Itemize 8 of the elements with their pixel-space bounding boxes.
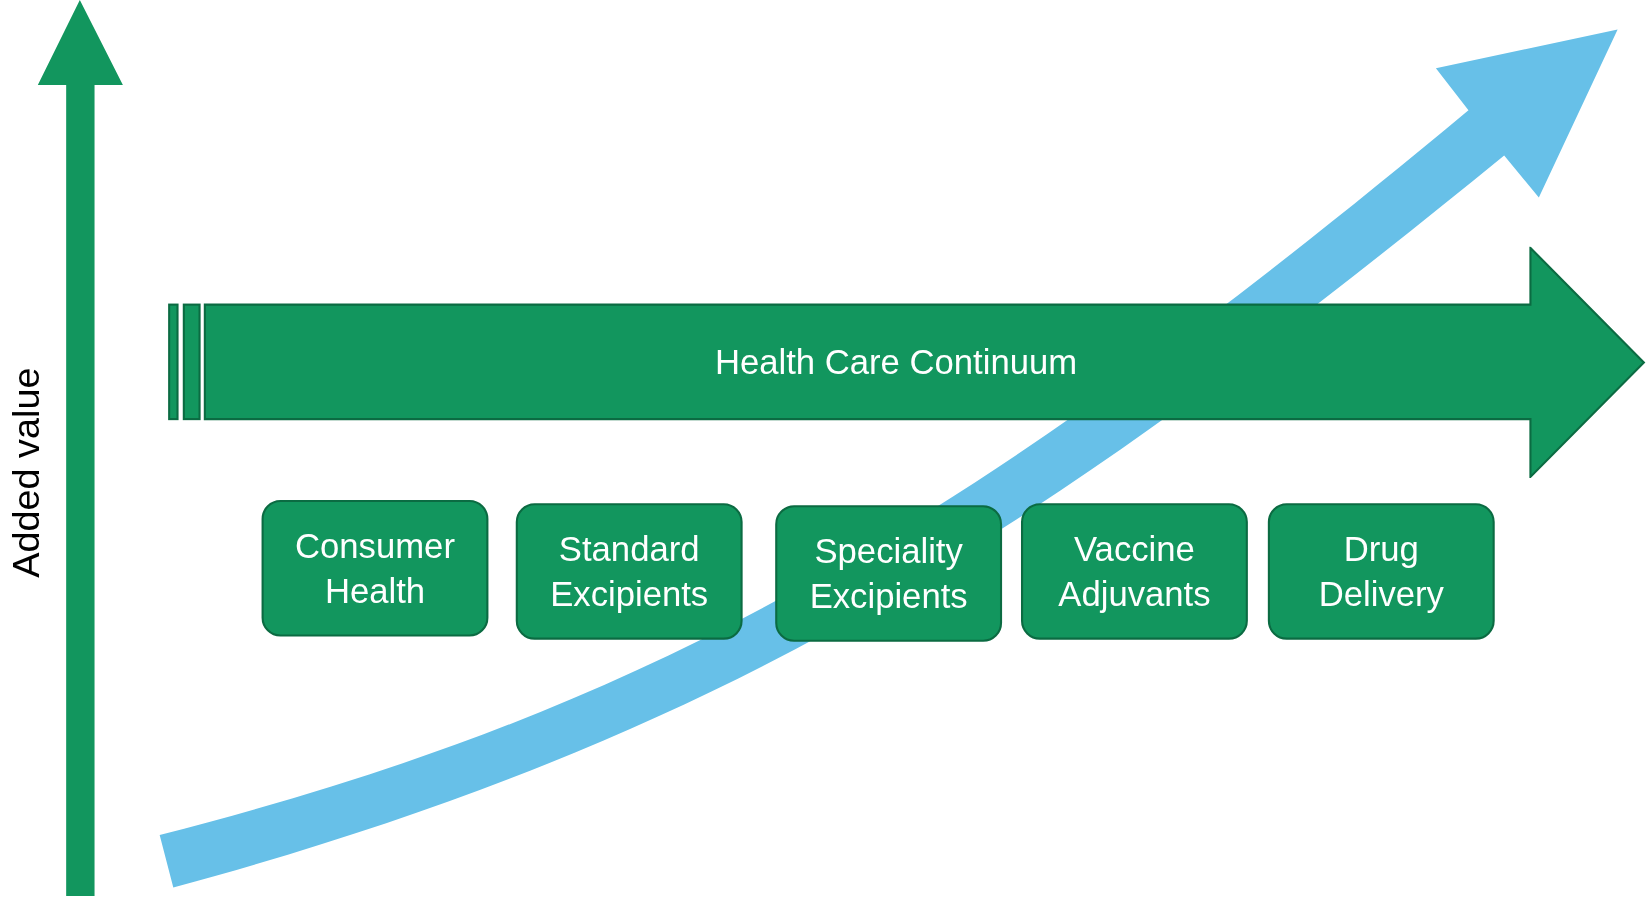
- category-box: Vaccine Adjuvants: [1021, 503, 1248, 640]
- category-box: Drug Delivery: [1267, 503, 1495, 640]
- category-box: Speciality Excipients: [775, 505, 1003, 642]
- block-arrow: [168, 246, 1646, 478]
- category-box: Consumer Health: [261, 500, 489, 637]
- arrow-label: Health Care Continuum: [713, 340, 1079, 383]
- axis-label: Added value: [4, 367, 49, 578]
- category-box: Standard Excipients: [515, 503, 743, 640]
